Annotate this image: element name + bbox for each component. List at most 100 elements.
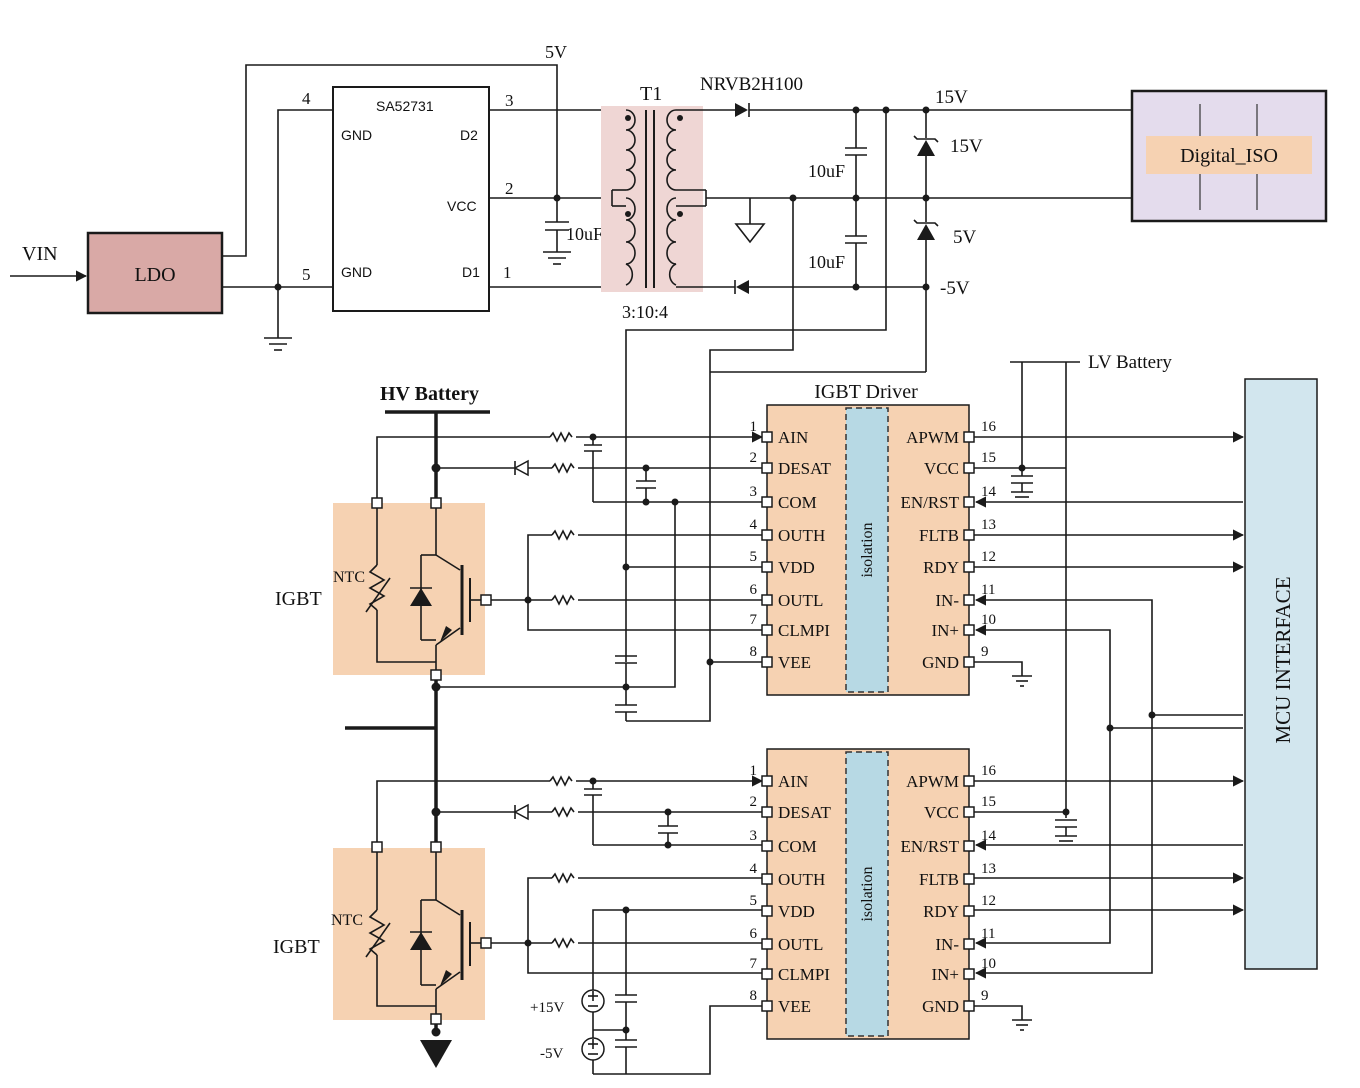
driver-pin-left-2 (761, 806, 773, 818)
driver-pin-right-11 (963, 938, 975, 950)
transformer-icon (611, 109, 707, 288)
lv-battery-label: LV Battery (1088, 352, 1172, 373)
resistor-icon (549, 775, 573, 787)
igbt-label-top: IGBT (275, 588, 322, 610)
driver-pin-number: 4 (750, 861, 758, 877)
svg-text:2: 2 (505, 179, 514, 198)
driver-pin-name: GND (922, 997, 959, 1016)
driver-pin-number: 2 (750, 450, 758, 466)
driver-pin-right-10 (963, 968, 975, 980)
ground-icon (264, 337, 292, 351)
driver-pin-number: 3 (750, 484, 758, 500)
driver-pin-left-6 (761, 594, 773, 606)
rail-15v-label: 15V (935, 87, 968, 108)
diode-icon (734, 280, 749, 294)
igbt-driver-title: IGBT Driver (814, 381, 918, 403)
driver-pin-right-12 (963, 905, 975, 917)
svg-text:5: 5 (302, 265, 311, 284)
driver-pin-name: APWM (906, 772, 959, 791)
driver-pin-name: EN/RST (900, 493, 959, 512)
resistor-icon (551, 806, 575, 818)
driver-pin-name: OUTH (778, 526, 825, 545)
driver-pin-number: 10 (981, 612, 996, 628)
igbt-driver-bottom: isolation (766, 748, 970, 1040)
driver-pin-right-12 (963, 561, 975, 573)
zener-5v-label: 5V (953, 227, 977, 248)
zener-diode-icon (913, 219, 939, 240)
driver-pin-number: 7 (750, 612, 758, 628)
driver-pin-number: 8 (750, 644, 758, 660)
voltage-source-icon (581, 1037, 605, 1061)
driver-pin-number: 5 (750, 549, 758, 565)
igbt-label-bottom: IGBT (273, 936, 320, 958)
rail-neg5v-label: -5V (940, 278, 970, 299)
diode-icon (513, 803, 529, 821)
driver-pin-number: 11 (981, 582, 995, 598)
ldo-block (86, 231, 224, 315)
driver-pin-left-5 (761, 905, 773, 917)
driver-pin-right-13 (963, 873, 975, 885)
svg-text:D1: D1 (462, 264, 480, 280)
driver-pin-number: 14 (981, 484, 997, 500)
driver-pin-right-16 (963, 431, 975, 443)
driver-pin-name: CLMPI (778, 621, 830, 640)
svg-text:4: 4 (302, 89, 311, 108)
driver-pin-left-1 (761, 431, 773, 443)
transformer-ratio: 3:10:4 (622, 302, 668, 322)
hv-battery-label: HV Battery (380, 383, 479, 405)
driver-pin-number: 9 (981, 644, 989, 660)
driver-pin-left-6 (761, 938, 773, 950)
ground-icon (543, 251, 571, 265)
driver-pin-right-9 (963, 1000, 975, 1012)
driver-pin-number: 16 (981, 419, 997, 435)
driver-pin-number: 4 (750, 517, 758, 533)
driver-pin-left-1 (761, 775, 773, 787)
cap-vcc-label: 10uF (566, 224, 603, 244)
svg-text:GND: GND (341, 127, 372, 143)
source-neg-label: -5V (540, 1046, 563, 1062)
driver-pin-right-13 (963, 529, 975, 541)
driver-pin-left-3 (761, 496, 773, 508)
driver-pin-left-5 (761, 561, 773, 573)
cap-upper-label: 10uF (808, 161, 845, 181)
driver-pin-left-7 (761, 968, 773, 980)
hv-ground-icon (420, 1040, 452, 1068)
driver-pin-number: 14 (981, 828, 997, 844)
driver-pin-right-15 (963, 806, 975, 818)
cap-lower-label: 10uF (808, 252, 845, 272)
driver-pin-name: CLMPI (778, 965, 830, 984)
diode-icon (513, 459, 529, 477)
driver-pin-number: 13 (981, 861, 996, 877)
driver-pin-number: 9 (981, 988, 989, 1004)
driver-pin-name: OUTL (778, 935, 823, 954)
resistor-icon (549, 431, 573, 443)
driver-pin-left-4 (761, 873, 773, 885)
driver-pin-name: VDD (778, 558, 815, 577)
driver-pin-number: 2 (750, 794, 758, 810)
voltage-source-icon (581, 989, 605, 1013)
svg-text:GND: GND (341, 264, 372, 280)
svg-text:D2: D2 (460, 127, 478, 143)
driver-pin-number: 6 (750, 582, 758, 598)
driver-pin-number: 16 (981, 763, 997, 779)
igbt-module-top (333, 503, 485, 675)
ntc-thermistor-icon (365, 848, 436, 1007)
driver-pin-right-15 (963, 462, 975, 474)
resistor-icon (551, 937, 575, 949)
rail-5v-top-label: 5V (545, 42, 567, 62)
driver-pin-name: VEE (778, 997, 811, 1016)
ldo-label: LDO (134, 264, 175, 286)
driver-pin-name: DESAT (778, 803, 832, 822)
isolation-label-top: isolation (859, 522, 876, 577)
driver-pin-right-16 (963, 775, 975, 787)
driver-pin-right-10 (963, 624, 975, 636)
driver-pin-number: 15 (981, 794, 996, 810)
igbt-module-bottom (333, 848, 485, 1020)
driver-pin-right-14 (963, 840, 975, 852)
driver-pin-number: 10 (981, 956, 996, 972)
driver-pin-name: VEE (778, 653, 811, 672)
driver-pin-number: 13 (981, 517, 996, 533)
svg-text:1: 1 (503, 263, 512, 282)
ic-name: SA52731 (376, 98, 434, 114)
